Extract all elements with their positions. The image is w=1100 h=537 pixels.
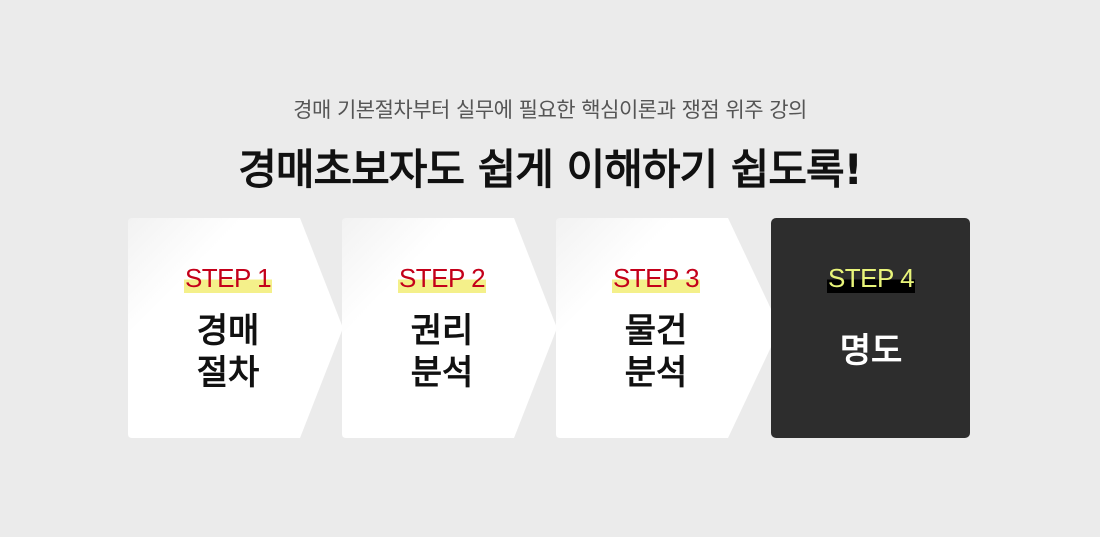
step-1-title-line-1: 경매 (196, 311, 260, 351)
step-2-title-line-1: 권리 (410, 311, 474, 351)
step-1-title: 경매 절차 (128, 310, 328, 394)
step-1-label: STEP 1 (183, 263, 273, 293)
page-title: 경매초보자도 쉽게 이해하기 쉽도록! (238, 145, 863, 194)
step-4-box-shape (771, 218, 970, 438)
step-4-title: 명도 (771, 330, 971, 372)
step-3-title-line-2: 분석 (624, 353, 688, 393)
step-2-title-line-2: 분석 (410, 353, 474, 393)
step-4-label: STEP 4 (826, 263, 916, 293)
step-2-title: 권리 분석 (342, 310, 542, 394)
subtitle: 경매 기본절차부터 실무에 필요한 핵심이론과 쟁점 위주 강의 (293, 98, 807, 122)
steps-row: STEP 1 경매 절차 STEP 2 권리 분석 (0, 218, 1100, 438)
step-4-title-line-1: 명도 (839, 331, 903, 371)
step-1-title-line-2: 절차 (196, 353, 260, 393)
step-2-arrow-shape (342, 218, 557, 438)
step-2-label: STEP 2 (397, 263, 487, 293)
step-3-title: 물건 분석 (556, 310, 756, 394)
step-3-label: STEP 3 (611, 263, 701, 293)
step-3-title-line-1: 물건 (624, 311, 688, 351)
step-1-arrow-shape (128, 218, 343, 438)
